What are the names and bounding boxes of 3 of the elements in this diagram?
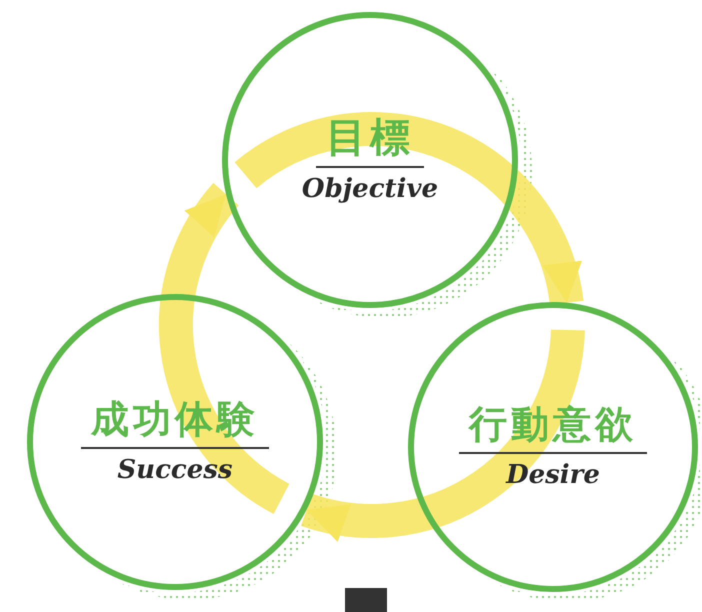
cycle-arrow	[158, 184, 290, 514]
circle-subtitle: Objective	[302, 174, 438, 204]
cycle-arrow	[302, 328, 585, 540]
